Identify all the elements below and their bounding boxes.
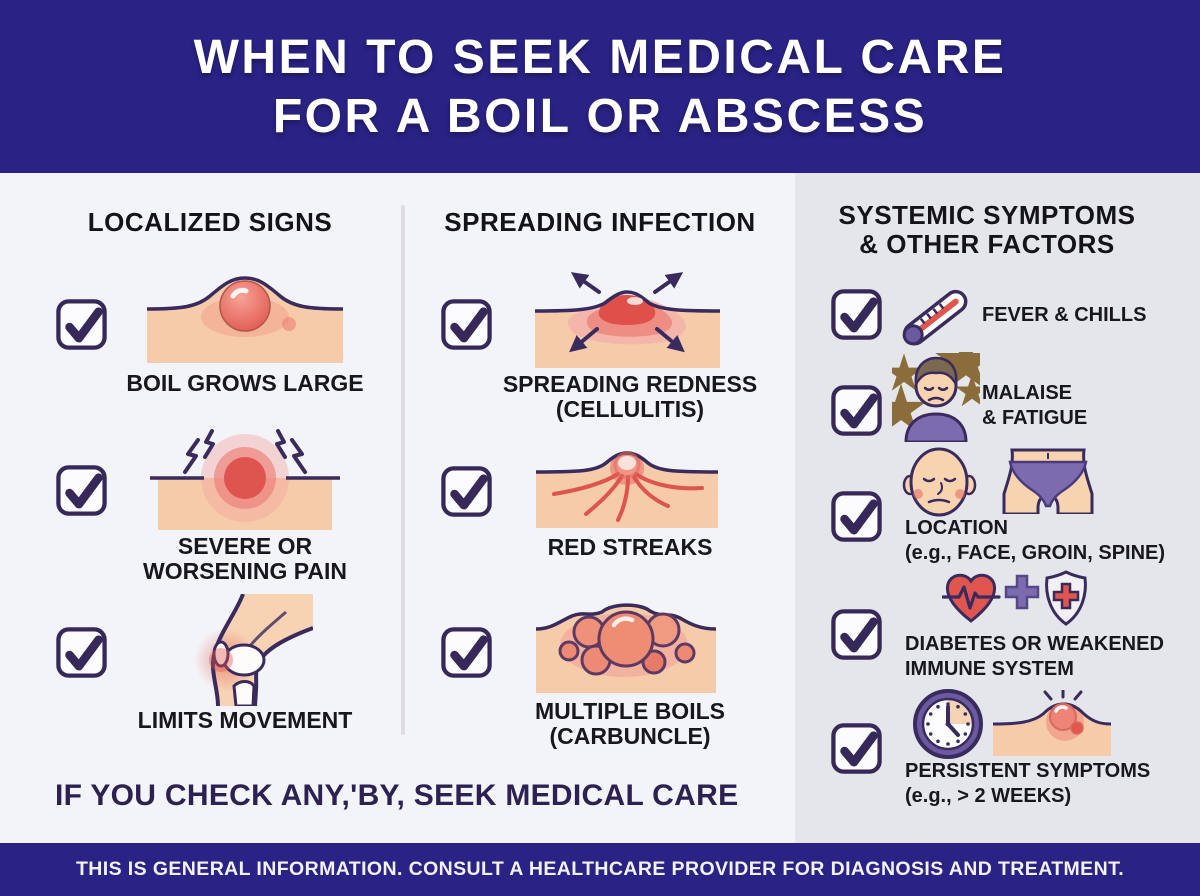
poster-title-line2: FOR A BOIL OR ABSCESS [272,89,928,143]
checkbox-red-streaks[interactable] [440,465,493,518]
checkbox-severe-pain[interactable] [55,464,108,517]
item-label: LOCATION (e.g., FACE, GROIN, SPINE) [905,517,1166,564]
item-label: SEVERE OR WORSENING PAIN [142,533,348,584]
checkbox-diabetes-immune[interactable] [830,608,883,661]
systemic-symptoms-title: SYSTEMIC SYMPTOMS & OTHER FACTORS [838,200,1136,259]
multiple-boils-icon [535,599,717,693]
cta-text: IF YOU CHECK ANY,'BY, SEEK MEDICAL CARE [55,779,739,812]
poster-title-line1: WHEN TO SEEK MEDICAL CARE [193,30,1007,84]
thermometer-icon [897,281,975,353]
checkbox-persistent-symptoms[interactable] [830,722,883,775]
clock-icon [912,688,984,760]
checkbox-limits-movement[interactable] [55,626,108,679]
checkbox-location[interactable] [830,490,883,543]
item-label: PERSISTENT SYMPTOMS (e.g., > 2 WEEKS) [905,760,1151,807]
boil-grows-large-icon [146,272,344,363]
item-label: DIABETES OR WEAKENED IMMUNE SYSTEM [905,633,1164,680]
limits-movement-icon [188,593,314,708]
localized-signs-title: LOCALIZED SIGNS [87,207,333,237]
item-label: MALAISE & FATIGUE [982,382,1088,429]
checkbox-malaise-fatigue[interactable] [830,384,883,437]
item-label: FEVER & CHILLS [982,304,1147,326]
face-icon [902,447,977,517]
checkbox-boil-grows-large[interactable] [55,298,108,351]
severe-pain-icon [150,426,340,530]
persistent-boil-icon [992,688,1112,756]
item-label: LIMITS MOVEMENT [137,707,353,733]
spreading-infection-title: SPREADING INFECTION [444,207,756,237]
item-label: RED STREAKS [547,534,713,560]
checkbox-fever-chills[interactable] [830,288,883,341]
red-streaks-icon [535,450,719,528]
item-label: MULTIPLE BOILS (CARBUNCLE) [535,698,725,749]
footer-disclaimer-bar: THIS IS GENERAL INFORMATION. CONSULT A H… [0,843,1200,896]
fatigued-person-icon [875,330,997,444]
spreading-redness-icon [534,265,721,368]
footer-disclaimer-text: THIS IS GENERAL INFORMATION. CONSULT A H… [75,858,1125,880]
item-label: SPREADING REDNESS (CELLULITIS) [502,371,758,422]
poster-title: WHEN TO SEEK MEDICAL CARE FOR A BOIL OR … [194,28,1007,146]
groin-icon [1002,448,1094,516]
checkbox-multiple-boils[interactable] [440,626,493,679]
checkbox-spreading-redness[interactable] [440,298,493,351]
item-label: BOIL GROWS LARGE [126,370,364,396]
header-banner: WHEN TO SEEK MEDICAL CARE FOR A BOIL OR … [0,0,1200,173]
heart-plus-shield-icon [941,570,1092,628]
column-divider [401,205,405,735]
